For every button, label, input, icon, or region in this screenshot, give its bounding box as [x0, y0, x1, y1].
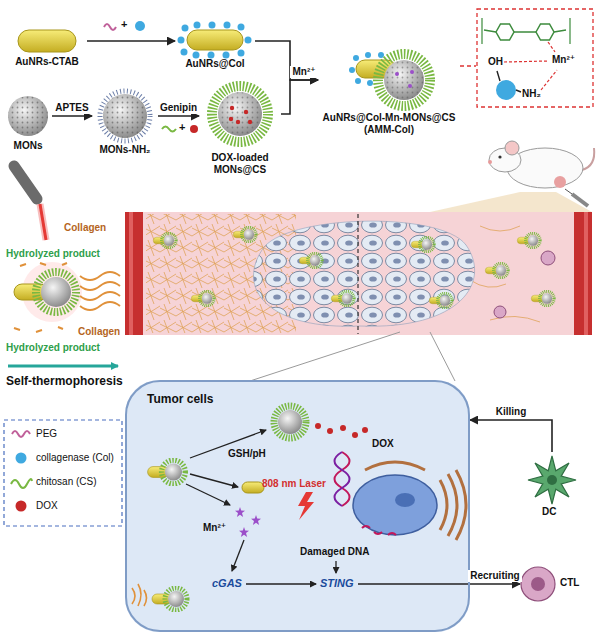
- condition-label: GSH/pH: [228, 448, 266, 460]
- cell-membrane: [126, 381, 469, 631]
- ion-label: Mn²⁺: [203, 522, 226, 534]
- edge-label: Mn²⁺: [290, 66, 317, 78]
- node-label: MONs-NH₂: [99, 144, 150, 156]
- particle-node: AuNRs@Col: [175, 22, 255, 70]
- node-label: (AMM-Col): [364, 124, 414, 136]
- node-outline: [125, 380, 470, 632]
- connector: [281, 80, 318, 114]
- legend-label: collagenase (Col): [36, 452, 114, 464]
- particle-mons-nh2: [100, 91, 150, 141]
- particle-mons: [8, 96, 48, 136]
- product-label: Hydrolyzed product: [6, 248, 100, 260]
- zoom-lines: [250, 332, 455, 381]
- node-label: NH₂: [522, 88, 541, 100]
- connector: [470, 583, 520, 585]
- pathway-label: STING: [320, 577, 354, 590]
- connector: [470, 420, 552, 452]
- process-label: Self-thermophoresis: [6, 374, 123, 388]
- node-label: AuNRs@Col: [185, 58, 244, 70]
- edge-label: Killing: [494, 406, 529, 418]
- particle-node: AuNRs-CTAB: [7, 24, 87, 68]
- dc-nucleus: [547, 475, 557, 485]
- collagen-label: Collagen: [78, 326, 120, 338]
- node-label: DC: [542, 506, 556, 518]
- legend-frame: [4, 420, 122, 526]
- laser: [14, 166, 46, 240]
- particle-node: MONs: [4, 94, 52, 152]
- node-label: Mn²⁺: [552, 54, 575, 66]
- edge-label: Recruiting: [468, 570, 521, 582]
- node-label: AuNRs-CTAB: [15, 56, 79, 68]
- node-outline: [520, 564, 595, 604]
- dc-cell: DC: [512, 452, 592, 526]
- connector: [158, 115, 199, 117]
- node-label: AuNRs@Col-Mn-MONs@CS: [323, 112, 456, 124]
- particle-with-collagen: [14, 262, 120, 332]
- particle-node: MONs-NH₂: [92, 90, 158, 156]
- particle-au-ctab: [18, 30, 76, 52]
- pathway-label: cGAS: [212, 577, 242, 590]
- particle-node: DOX-loaded MONs@CS: [199, 80, 281, 176]
- node-label: CTL: [560, 577, 579, 589]
- legend-dot: [16, 453, 27, 464]
- laser-label: 808 nm Laser: [262, 478, 326, 490]
- legend-swatch: [9, 474, 33, 490]
- particle-au-col: [178, 22, 252, 59]
- inset-box: OH NH₂ Mn²⁺: [476, 8, 594, 108]
- legend-swatch: [9, 426, 33, 442]
- dc-body: [528, 456, 576, 504]
- tumor-cell-interior: [125, 380, 470, 632]
- particle-amm-col: [349, 52, 430, 106]
- connector: [52, 115, 92, 117]
- mouse: [430, 141, 594, 212]
- product-label: Hydrolyzed product: [6, 342, 100, 354]
- edge-label: Genipin: [158, 102, 199, 114]
- ctl-nucleus: [531, 577, 545, 591]
- node-label: Tumor cells: [147, 392, 213, 406]
- particle-node: AuNRs@Col-Mn-MONs@CS(AMM-Col): [318, 46, 460, 136]
- tumor-band: [125, 212, 592, 335]
- node-label: OH: [488, 56, 503, 68]
- ctl-cell: CTL: [520, 564, 595, 604]
- plus-sign: +: [179, 121, 185, 134]
- plus-sign: +: [121, 18, 127, 31]
- dna-label: Damaged DNA: [300, 546, 369, 558]
- legend-swatch: [9, 498, 33, 514]
- node-label: DOX-loaded MONs@CS: [199, 152, 281, 176]
- legend-label: PEG: [36, 428, 57, 440]
- connector: [87, 40, 175, 42]
- legend-swatch: [9, 450, 33, 466]
- edge-label: APTES: [53, 102, 90, 114]
- chitosan-sample: [11, 479, 32, 488]
- legend-dot: [16, 501, 27, 512]
- particle-dox-mons-cs: [212, 86, 268, 142]
- peg-sample: [12, 431, 30, 437]
- connector: [460, 65, 476, 67]
- connector: [255, 41, 318, 80]
- thermophoresis-arrow: [8, 365, 118, 368]
- ctl-body: [521, 567, 555, 601]
- tumor-cell: Tumor cells: [125, 380, 470, 632]
- drug-label: DOX: [372, 438, 394, 450]
- collagen-label: Collagen: [64, 222, 106, 234]
- node-label: MONs: [14, 140, 43, 152]
- inset-border: [477, 9, 593, 107]
- legend-label: DOX: [36, 500, 58, 512]
- legend-label: chitosan (CS): [36, 476, 97, 488]
